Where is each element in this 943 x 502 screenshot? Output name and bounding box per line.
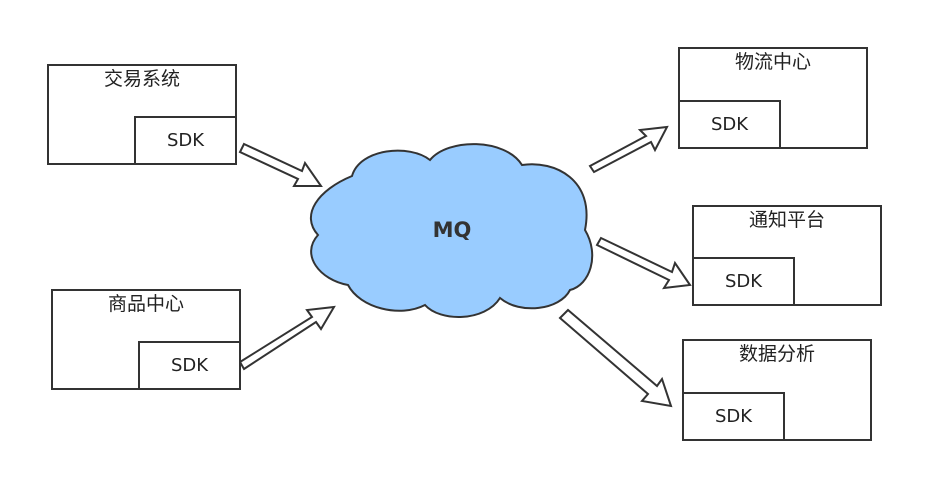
producer-title: 交易系统 [103,68,180,90]
arrow-goods-to-mq [238,305,336,371]
consumer-title: 数据分析 [738,343,815,365]
producer-box-trade: 交易系统 SDK [47,64,237,165]
consumer-box-logistics: 物流中心 SDK [678,47,868,149]
producer-title: 商品中心 [107,293,184,315]
mq-cloud [309,143,594,318]
consumer-box-notify: 通知平台 SDK [692,205,882,306]
sdk-module: SDK [134,116,235,163]
consumer-box-analytics: 数据分析 SDK [682,339,872,441]
arrow-mq-to-notify [595,236,692,290]
producer-box-goods: 商品中心 SDK [51,289,241,390]
arrow-mq-to-analytics [558,308,673,408]
sdk-module: SDK [684,392,785,439]
arrow-mq-to-logistics [588,125,669,174]
mq-label: MQ [432,218,472,242]
arrow-trade-to-mq [238,142,323,187]
sdk-module: SDK [680,100,781,147]
consumer-title: 通知平台 [748,209,825,231]
sdk-module: SDK [694,257,795,304]
consumer-title: 物流中心 [734,51,811,73]
sdk-module: SDK [138,341,239,388]
